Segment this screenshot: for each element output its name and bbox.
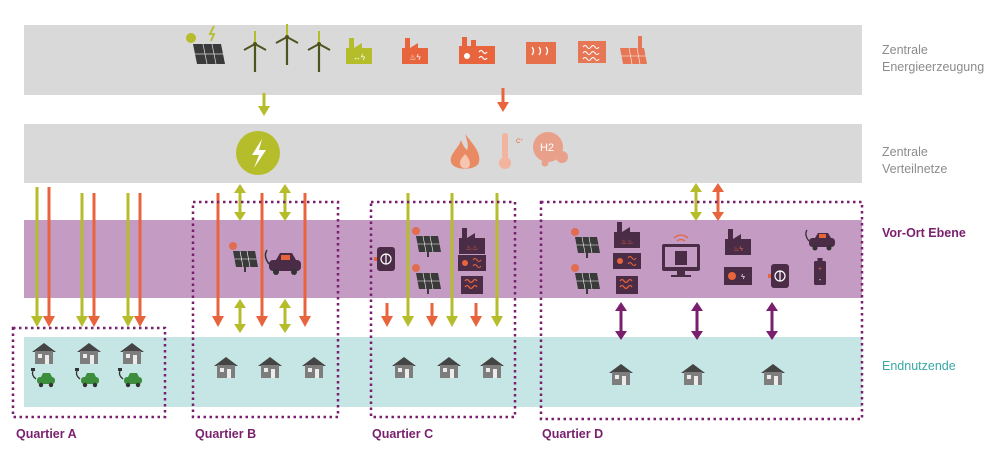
solar-panel-icon [570, 263, 601, 295]
industry-heat-icon [459, 37, 495, 64]
electric-car-icon [74, 367, 100, 388]
chp-plant-icon: ♨♨ [614, 222, 640, 248]
electric-car-icon [264, 249, 301, 275]
label-end-users: Endnutzende [882, 359, 956, 373]
solar-panel-icon [186, 25, 225, 65]
quartier-b-label: Quartier B [195, 427, 257, 441]
heat-storage-icon [615, 275, 639, 295]
heat-pump-icon [767, 263, 790, 289]
wind-turbine-icon [306, 29, 332, 74]
monitor-icon [662, 234, 700, 277]
arrow-generation-electric [258, 93, 270, 116]
chp-plant-icon: ♨♨ [459, 228, 485, 254]
wind-turbine-icon [242, 29, 268, 74]
waste-heat-icon [526, 42, 556, 64]
electric-car-icon [30, 367, 56, 388]
arrows-quartier-c [381, 193, 503, 327]
svg-text:↔ϟ: ↔ϟ [353, 53, 366, 62]
house-icon [437, 357, 461, 378]
label-central-networks: Zentrale Verteilnetze [882, 145, 948, 176]
band-central-generation [24, 25, 862, 95]
hydrogen-icon: H2 [533, 132, 568, 167]
quartier-d-label: Quartier D [542, 427, 604, 441]
waste-heat-icon [578, 41, 606, 63]
svg-text:♨ϟ: ♨ϟ [733, 245, 743, 253]
quartier-d-box [539, 200, 864, 421]
house-icon [77, 343, 101, 364]
power-plant-icon: ♨ϟ [725, 229, 751, 255]
solar-heat-icon [620, 36, 647, 65]
power-plant-icon: ↔ϟ [346, 38, 372, 64]
house-icon [258, 357, 282, 378]
house-icon [681, 364, 705, 385]
svg-text:♨ϟ: ♨ϟ [409, 53, 421, 62]
wind-turbine-icon [274, 22, 300, 67]
svg-text:C°: C° [516, 139, 523, 145]
label-central-generation: Zentrale Energieerzeugung [882, 43, 985, 74]
solar-panel-icon [570, 227, 601, 259]
industry-heat-icon [458, 255, 486, 271]
house-icon [609, 364, 633, 385]
house-icon [214, 357, 238, 378]
house-icon [392, 357, 416, 378]
band-central-networks [24, 124, 862, 183]
hydrogen-label: H2 [540, 142, 554, 154]
arrows-quartier-b [212, 184, 311, 333]
svg-text:♨♨: ♨♨ [466, 244, 479, 252]
house-icon [32, 343, 56, 364]
industry-heat-icon [613, 253, 641, 269]
band-local-level [24, 220, 862, 298]
thermometer-icon: C° [499, 133, 523, 169]
battery-icon [814, 258, 826, 285]
quartier-b-box [191, 200, 340, 419]
quartier-c-label: Quartier C [372, 427, 434, 441]
arrows-quartier-a [31, 187, 146, 327]
svg-text:♨♨: ♨♨ [621, 238, 634, 246]
heat-storage-icon [460, 275, 484, 295]
quartier-a-box [11, 326, 167, 419]
arrows-quartier-d [615, 183, 778, 340]
label-local-level: Vor-Ort Ebene [882, 226, 966, 240]
lightning-icon [236, 131, 280, 175]
house-icon [761, 364, 785, 385]
quartier-c-box [369, 200, 517, 419]
house-icon [120, 343, 144, 364]
electric-car-icon [117, 367, 143, 388]
chp-plant-icon: ♨ϟ [402, 38, 428, 64]
svg-text:ϟ: ϟ [741, 274, 745, 281]
electric-car-icon [805, 229, 835, 251]
house-icon [480, 357, 504, 378]
arrow-generation-heat [497, 88, 509, 112]
chp-plant-icon: ϟ [724, 267, 752, 285]
solar-panel-icon [411, 226, 442, 258]
flame-icon [450, 134, 480, 169]
house-icon [302, 357, 326, 378]
solar-panel-icon [228, 241, 259, 273]
heat-pump-icon [373, 246, 396, 272]
quartier-a-label: Quartier A [16, 427, 77, 441]
solar-panel-icon [411, 263, 442, 295]
